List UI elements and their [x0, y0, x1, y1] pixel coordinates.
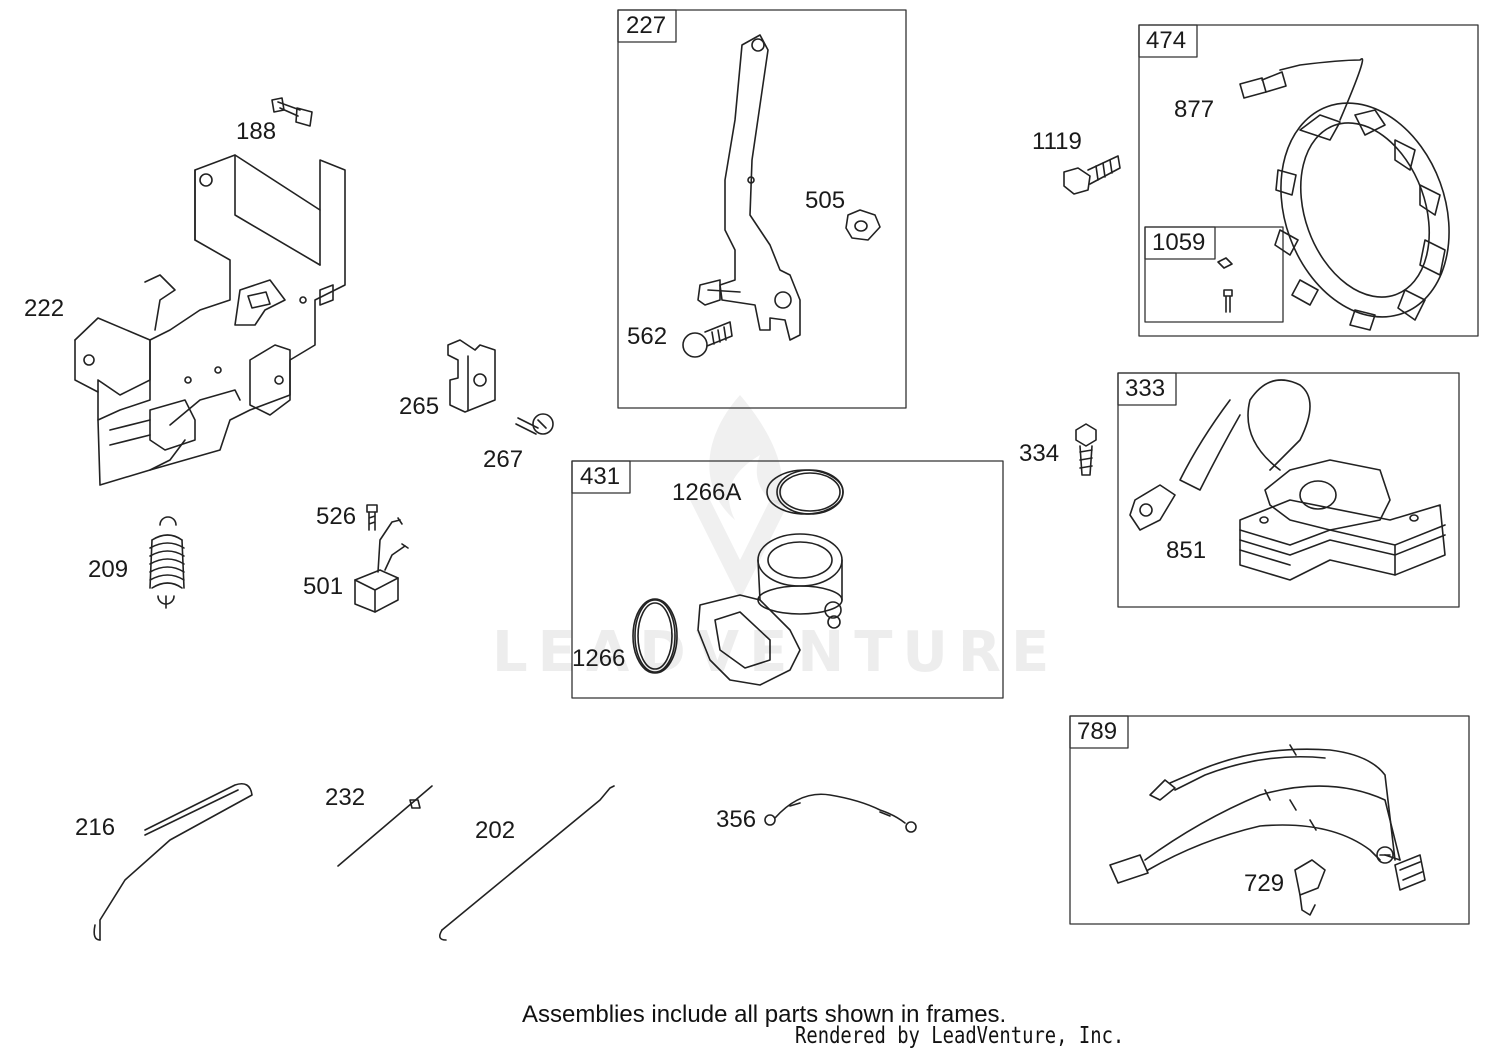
part-label-1266A[interactable]: 1266A	[672, 479, 742, 506]
part-label-526[interactable]: 526	[316, 503, 357, 530]
frame-431[interactable]	[571, 460, 1004, 699]
part-label-265[interactable]: 265	[399, 393, 440, 420]
cable-232-icon[interactable]	[337, 785, 433, 867]
screw-334-icon[interactable]	[1075, 423, 1097, 476]
frame-boxes	[571, 9, 1479, 925]
part-label-729[interactable]: 729	[1244, 870, 1285, 897]
part-label-209[interactable]: 209	[88, 556, 129, 583]
bolt-188-icon[interactable]	[271, 97, 313, 127]
part-label-851[interactable]: 851	[1166, 537, 1207, 564]
rod-216-icon[interactable]	[93, 782, 253, 941]
frame-333[interactable]	[1117, 372, 1460, 608]
ground-wire-356-icon[interactable]	[764, 793, 917, 833]
armature-333-icon[interactable]	[1129, 379, 1446, 581]
part-label-202[interactable]: 202	[475, 817, 516, 844]
watermark-text: LEADVENTURE	[492, 620, 1060, 685]
part-label-222[interactable]: 222	[24, 295, 65, 322]
part-label-188[interactable]: 188	[236, 118, 277, 145]
part-label-1119[interactable]: 1119	[1032, 128, 1082, 155]
frame-474-tab	[1138, 24, 1198, 58]
hardware-1059-icon[interactable]	[1217, 257, 1233, 313]
nut-505-icon[interactable]	[845, 209, 881, 241]
part-label-501[interactable]: 501	[303, 573, 344, 600]
frame-474[interactable]	[1138, 24, 1479, 337]
frame-tag-333[interactable]: 333	[1125, 375, 1166, 402]
control-bracket-222-icon[interactable]	[74, 154, 346, 486]
frame-tag-789[interactable]: 789	[1077, 718, 1118, 745]
o-ring-1266-icon[interactable]	[632, 598, 678, 674]
frame-227[interactable]	[617, 9, 907, 409]
screw-267-icon[interactable]	[515, 413, 554, 435]
module-501-icon[interactable]	[354, 517, 409, 613]
assemblies-note: Assemblies include all parts shown in fr…	[522, 1001, 1007, 1028]
frame-789-tab	[1069, 715, 1129, 749]
part-label-216[interactable]: 216	[75, 814, 116, 841]
frame-227-tab	[617, 9, 677, 43]
o-ring-1266A-icon[interactable]	[766, 469, 844, 515]
wire-harness-789-icon[interactable]	[1109, 744, 1426, 916]
spring-209-icon[interactable]	[149, 516, 185, 609]
part-label-505[interactable]: 505	[805, 187, 846, 214]
clip-265-icon[interactable]	[447, 339, 496, 413]
frame-tag-431[interactable]: 431	[580, 463, 621, 490]
part-label-356[interactable]: 356	[716, 806, 757, 833]
part-label-267[interactable]: 267	[483, 446, 524, 473]
lever-227-icon[interactable]	[697, 34, 801, 341]
frame-789[interactable]	[1069, 715, 1470, 925]
frame-333-tab	[1117, 372, 1177, 406]
screw-526-icon[interactable]	[366, 504, 378, 531]
rendered-by-credit: Rendered by LeadVenture, Inc.	[795, 1023, 1125, 1049]
watermark-logo	[690, 395, 790, 600]
frame-tag-1059[interactable]: 1059	[1152, 229, 1206, 256]
part-label-877[interactable]: 877	[1174, 96, 1215, 123]
rod-202-icon[interactable]	[438, 785, 615, 941]
frame-tag-474[interactable]: 474	[1146, 27, 1187, 54]
stator-474-icon[interactable]	[1239, 58, 1478, 341]
part-label-1266[interactable]: 1266	[572, 645, 626, 672]
screw-562-icon[interactable]	[682, 321, 733, 358]
bolt-1119-icon[interactable]	[1063, 155, 1121, 195]
frame-tag-227[interactable]: 227	[626, 12, 667, 39]
part-label-334[interactable]: 334	[1019, 440, 1060, 467]
frame-1059-tab	[1144, 226, 1216, 260]
part-label-232[interactable]: 232	[325, 784, 366, 811]
part-label-562[interactable]: 562	[627, 323, 668, 350]
frame-431-tab	[571, 460, 631, 494]
